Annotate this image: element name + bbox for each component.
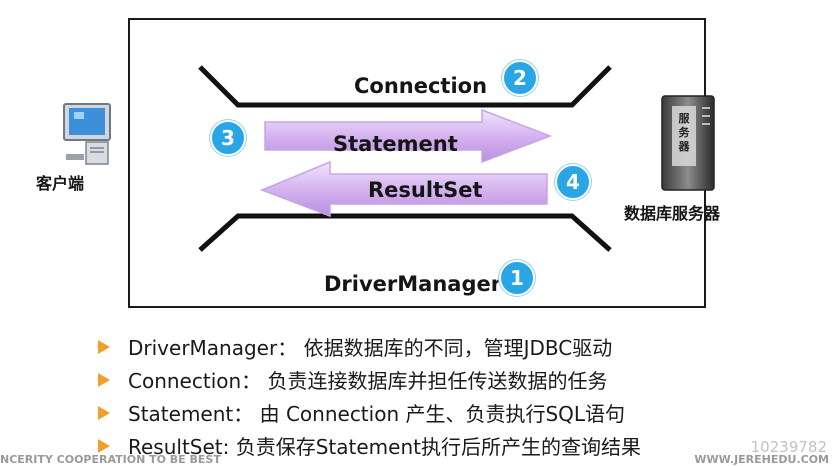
footer-slogan: NCERITY COOPERATION TO BE BEST (0, 453, 221, 466)
client-computer-icon (62, 102, 120, 170)
drivermanager-label: DriverManager (324, 272, 502, 296)
bullet-text-statement: Statement： 由 Connection 产生、负责执行SQL语句 (128, 402, 626, 426)
resultset-label: ResultSet (368, 178, 483, 202)
description-list: DriverManager： 依据数据库的不同，管理JDBC驱动 Connect… (98, 330, 641, 462)
badge-2: 2 (502, 60, 538, 96)
list-item: DriverManager： 依据数据库的不同，管理JDBC驱动 (98, 330, 641, 363)
footer-website: WWW.JEREHEDU.COM (694, 453, 829, 466)
pipe-lines (198, 65, 612, 252)
connection-pipe-bottom (198, 213, 612, 252)
badge-4: 4 (555, 164, 591, 200)
database-server-icon (656, 94, 724, 198)
badge-1: 1 (499, 260, 535, 296)
server-label: 数据库服务器 (624, 204, 721, 223)
bullet-arrow-icon (98, 339, 110, 354)
statement-arrow (264, 108, 553, 164)
jdbc-diagram: Connection 2 Statement 3 ResultSet 4 Dri… (128, 18, 706, 308)
connection-label: Connection (354, 74, 488, 98)
server-chassis-text: 服务器 (678, 112, 690, 153)
resultset-arrow (259, 160, 548, 218)
list-item: ResultSet: 负责保存Statement执行后所产生的查询结果 (98, 429, 641, 462)
bullet-arrow-icon (98, 372, 110, 387)
list-item: Connection： 负责连接数据库并担任传送数据的任务 (98, 363, 641, 396)
statement-label: Statement (333, 132, 458, 156)
client-label: 客户端 (36, 174, 85, 193)
bullet-text-resultset: ResultSet: 负责保存Statement执行后所产生的查询结果 (128, 435, 641, 459)
connection-pipe-top (198, 65, 612, 108)
bullet-arrow-icon (98, 438, 110, 453)
bullet-text-drivermanager: DriverManager： 依据数据库的不同，管理JDBC驱动 (128, 336, 613, 360)
watermark-text: 10239782 (750, 438, 827, 456)
bullet-text-connection: Connection： 负责连接数据库并担任传送数据的任务 (128, 369, 608, 393)
list-item: Statement： 由 Connection 产生、负责执行SQL语句 (98, 396, 641, 429)
bullet-arrow-icon (98, 405, 110, 420)
badge-3: 3 (210, 120, 246, 156)
